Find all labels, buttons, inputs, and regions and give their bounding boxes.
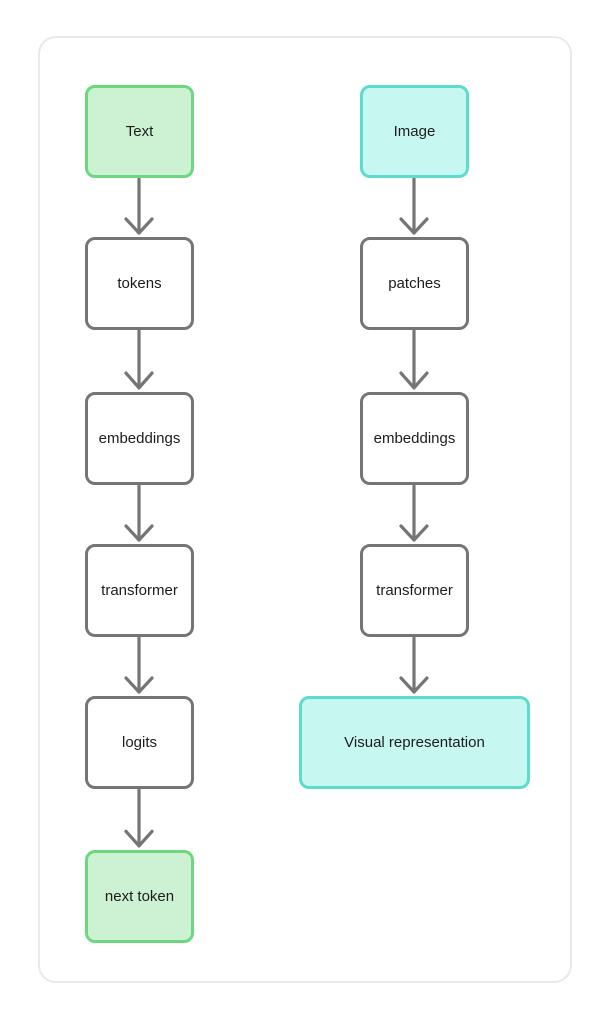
arrow-down-icon — [394, 637, 434, 696]
diagram-card: Text tokens embeddings transformer logit… — [38, 36, 572, 983]
arrow-down-icon — [394, 485, 434, 544]
node-embeddings-text: embeddings — [85, 392, 194, 485]
node-image: Image — [360, 85, 469, 178]
arrow-down-icon — [394, 178, 434, 237]
arrow-down-icon — [119, 789, 159, 850]
node-next-token: next token — [85, 850, 194, 943]
arrow-down-icon — [119, 178, 159, 237]
arrow-down-icon — [119, 485, 159, 544]
node-text: Text — [85, 85, 194, 178]
arrow-down-icon — [119, 330, 159, 392]
node-transformer-text: transformer — [85, 544, 194, 637]
node-embeddings-image: embeddings — [360, 392, 469, 485]
node-logits: logits — [85, 696, 194, 789]
arrow-down-icon — [119, 637, 159, 696]
node-transformer-image: transformer — [360, 544, 469, 637]
node-tokens: tokens — [85, 237, 194, 330]
node-visual-representation: Visual representation — [299, 696, 530, 789]
node-patches: patches — [360, 237, 469, 330]
arrow-down-icon — [394, 330, 434, 392]
